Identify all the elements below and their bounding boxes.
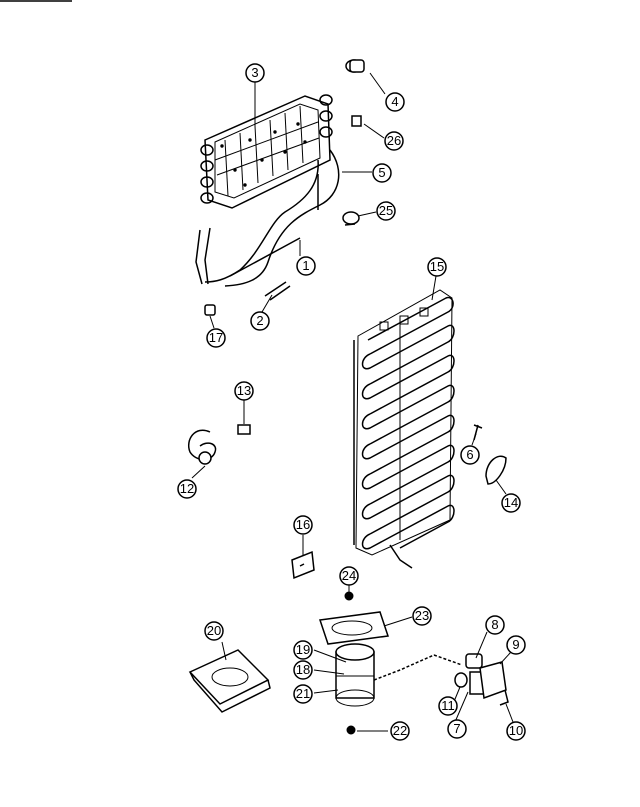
callout-5: 5 — [372, 163, 392, 183]
callout-10-label: 10 — [509, 723, 523, 738]
part-14-plug — [485, 455, 507, 485]
callout-7: 7 — [447, 719, 467, 739]
part-13-clip — [237, 424, 251, 435]
callout-14-label: 14 — [504, 495, 518, 510]
callout-9: 9 — [506, 635, 526, 655]
callout-17-label: 17 — [209, 330, 223, 345]
callout-10: 10 — [506, 721, 526, 741]
callout-5-label: 5 — [378, 165, 385, 180]
callout-19: 19 — [293, 640, 313, 660]
callout-22-label: 22 — [393, 723, 407, 738]
part-4-bushing — [345, 59, 365, 73]
callout-2: 2 — [250, 311, 270, 331]
callout-21: 21 — [293, 684, 313, 704]
callout-23: 23 — [412, 606, 432, 626]
callout-22: 22 — [390, 721, 410, 741]
part-23-drain-pan — [319, 611, 389, 645]
callout-19-label: 19 — [296, 642, 310, 657]
callout-21-label: 21 — [296, 686, 310, 701]
callout-23-label: 23 — [415, 608, 429, 623]
callout-16: 16 — [293, 515, 313, 535]
callout-18-label: 18 — [296, 662, 310, 677]
callout-15-label: 15 — [430, 259, 444, 274]
callout-17: 17 — [206, 328, 226, 348]
callout-6: 6 — [460, 445, 480, 465]
part-12-harness — [188, 429, 217, 465]
part-25-drain — [342, 211, 360, 226]
callout-12: 12 — [177, 479, 197, 499]
relay-assembly — [454, 653, 509, 706]
part-26-clip — [351, 115, 362, 127]
callout-15: 15 — [427, 257, 447, 277]
compressor — [335, 643, 463, 707]
callout-26: 26 — [384, 131, 404, 151]
callout-26-label: 26 — [387, 133, 401, 148]
callout-25-label: 25 — [379, 203, 393, 218]
callout-13: 13 — [234, 381, 254, 401]
callout-11-label: 11 — [441, 698, 455, 713]
callout-3: 3 — [245, 63, 265, 83]
callout-16-label: 16 — [296, 517, 310, 532]
callout-24-label: 24 — [342, 568, 356, 583]
callout-13-label: 13 — [237, 383, 251, 398]
callout-24: 24 — [339, 566, 359, 586]
callout-9-label: 9 — [512, 637, 519, 652]
callout-3-label: 3 — [251, 65, 258, 80]
part-16-bracket — [291, 550, 315, 580]
callout-4-label: 4 — [391, 94, 398, 109]
part-24-grommet — [344, 591, 354, 601]
callout-8: 8 — [485, 615, 505, 635]
callout-20-label: 20 — [207, 623, 221, 638]
callout-4: 4 — [385, 92, 405, 112]
callout-12-label: 12 — [180, 481, 194, 496]
callout-1-label: 1 — [302, 258, 309, 273]
callout-11: 11 — [438, 696, 458, 716]
callout-14: 14 — [501, 493, 521, 513]
callout-1: 1 — [296, 256, 316, 276]
part-20-base-plate — [188, 649, 271, 713]
callout-7-label: 7 — [453, 721, 460, 736]
callout-2-label: 2 — [256, 313, 263, 328]
part-17-grommet — [204, 304, 216, 316]
leader-lines — [191, 72, 514, 732]
callout-20: 20 — [204, 621, 224, 641]
callout-6-label: 6 — [466, 447, 473, 462]
callout-8-label: 8 — [491, 617, 498, 632]
evaporator — [195, 94, 340, 287]
callout-18: 18 — [293, 660, 313, 680]
callout-25: 25 — [376, 201, 396, 221]
part-2-clip — [264, 281, 291, 301]
part-6-screw — [473, 424, 483, 441]
part-22-grommet — [346, 725, 356, 735]
condenser — [353, 289, 455, 569]
